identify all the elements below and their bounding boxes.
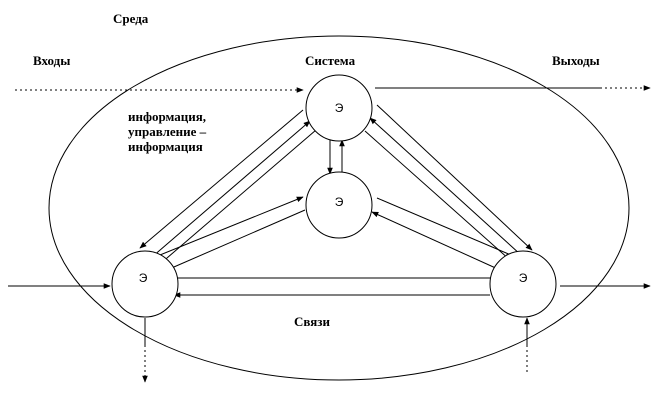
node-right-circle: [489, 250, 557, 318]
node-top-label: Э: [334, 101, 344, 115]
inputs-label: Входы: [33, 53, 71, 68]
node-right-label: Э: [518, 271, 528, 285]
information-line-2: управление –: [128, 124, 207, 139]
node-top-circle: [305, 74, 373, 142]
environment-ellipse: [48, 35, 630, 381]
node-center-circle: [305, 171, 373, 239]
node-left-circle: [111, 250, 179, 318]
left-right-links: [173, 275, 499, 298]
information-label: информация, управление – информация: [128, 109, 238, 154]
top-left-links: [139, 109, 317, 265]
node-center-label: Э: [334, 195, 344, 209]
links-label: Связи: [294, 314, 330, 329]
environment-label: Среда: [113, 11, 149, 26]
node-left-label: Э: [138, 271, 148, 285]
information-line-1: информация,: [128, 109, 207, 124]
information-line-3: информация: [128, 139, 203, 154]
outputs-label: Выходы: [552, 53, 600, 68]
center-left-links: [159, 196, 306, 271]
top-right-links: [364, 104, 533, 261]
top-center-links: [327, 139, 345, 175]
center-right-links: [371, 197, 519, 271]
system-label: Система: [305, 53, 356, 68]
